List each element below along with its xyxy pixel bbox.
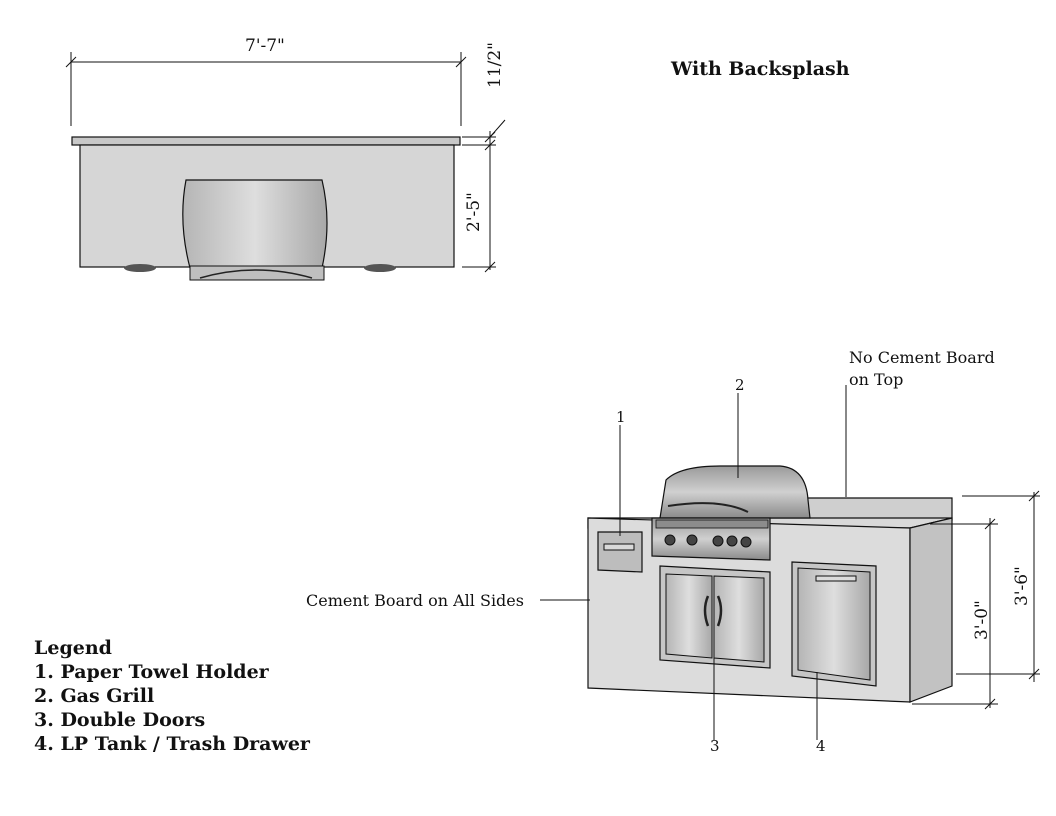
island-side [909,517,953,703]
depth-dimension: 2'-5" [464,192,484,232]
legend-heading: Legend [34,637,112,659]
top-view [65,52,506,281]
backsplash-height-dimension: 3'-6" [1012,566,1032,606]
note-cement-sides: Cement Board on All Sides [306,591,524,610]
counter-height-dimension: 3'-0" [972,600,992,640]
callout-2: 2 [735,376,745,394]
legend-item-4: 4. LP Tank / Trash Drawer [34,733,310,755]
page-title: With Backsplash [671,58,850,80]
perspective-view [540,385,1040,740]
legend-item-2: 2. Gas Grill [34,685,155,707]
callout-1: 1 [616,408,626,426]
note-no-cement-line2: on Top [849,370,904,389]
width-dimension: 7'-7" [245,36,285,56]
grill-hood [182,179,328,269]
overhang-dimension: 11/2" [485,42,505,88]
callout-4: 4 [816,737,826,755]
note-no-cement-line1: No Cement Board [849,348,995,367]
callout-3: 3 [710,737,720,755]
legend-item-1: 1. Paper Towel Holder [34,661,269,683]
legend-item-3: 3. Double Doors [34,709,206,731]
legend: Legend 1. Paper Towel Holder 2. Gas Gril… [34,636,310,756]
countertop [71,136,461,146]
paper-towel-holder [597,531,643,573]
grill-hood-3d [659,465,811,519]
